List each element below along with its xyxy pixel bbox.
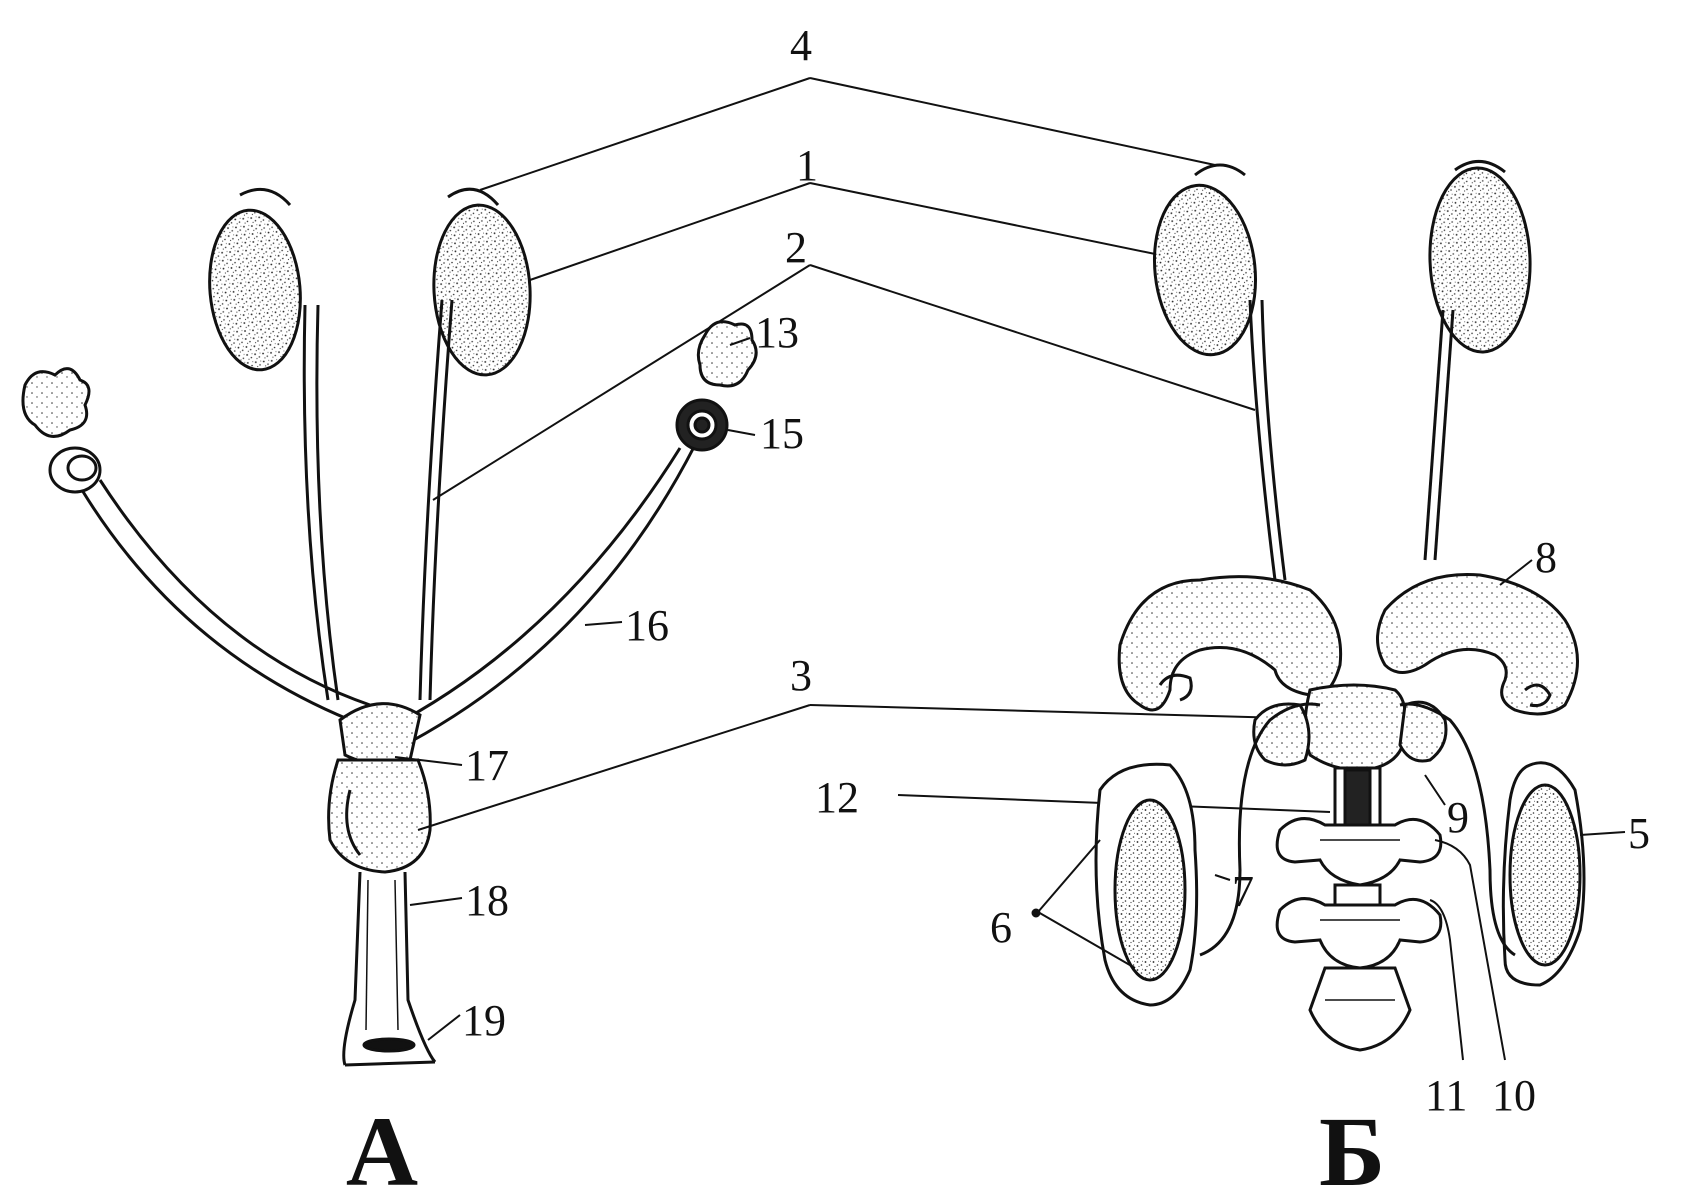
label-5: 5 bbox=[1628, 809, 1650, 858]
label-17: 17 bbox=[465, 741, 509, 790]
junction-a bbox=[340, 704, 420, 764]
bladder-b bbox=[1305, 685, 1406, 770]
label-1: 1 bbox=[796, 141, 818, 190]
left-kidney-a bbox=[203, 189, 307, 373]
label-2: 2 bbox=[785, 223, 807, 272]
left-ovary-a bbox=[23, 369, 100, 492]
label-8: 8 bbox=[1535, 533, 1557, 582]
label-3: 3 bbox=[790, 651, 812, 700]
gland-right-b bbox=[1400, 702, 1446, 761]
left-vesicle-b bbox=[1119, 577, 1340, 710]
label-12: 12 bbox=[815, 773, 859, 822]
label-10: 10 bbox=[1492, 1071, 1536, 1120]
tip-b bbox=[1310, 968, 1410, 1050]
label-11: 11 bbox=[1425, 1071, 1467, 1120]
right-ureter-b bbox=[1425, 310, 1443, 560]
right-kidney-a bbox=[430, 189, 535, 377]
right-testis-b bbox=[1503, 763, 1584, 985]
label-15: 15 bbox=[760, 409, 804, 458]
label-6: 6 bbox=[990, 903, 1012, 952]
bulb-lower-b bbox=[1277, 899, 1441, 968]
label-9: 9 bbox=[1447, 793, 1469, 842]
bulb-upper-b bbox=[1277, 819, 1441, 885]
left-testis-b bbox=[1096, 764, 1197, 1005]
label-19: 19 bbox=[462, 996, 506, 1045]
label-16: 16 bbox=[625, 601, 669, 650]
bladder-a bbox=[329, 760, 431, 872]
urethra-a bbox=[344, 872, 360, 1065]
label-13: 13 bbox=[755, 308, 799, 357]
label-4: 4 bbox=[790, 21, 812, 70]
panel-letter-b: Б bbox=[1319, 1096, 1385, 1196]
panel-letter-a: А bbox=[346, 1096, 418, 1196]
left-kidney-b bbox=[1146, 165, 1263, 360]
label-18: 18 bbox=[465, 876, 509, 925]
panel-b-drawing bbox=[1033, 161, 1625, 1060]
